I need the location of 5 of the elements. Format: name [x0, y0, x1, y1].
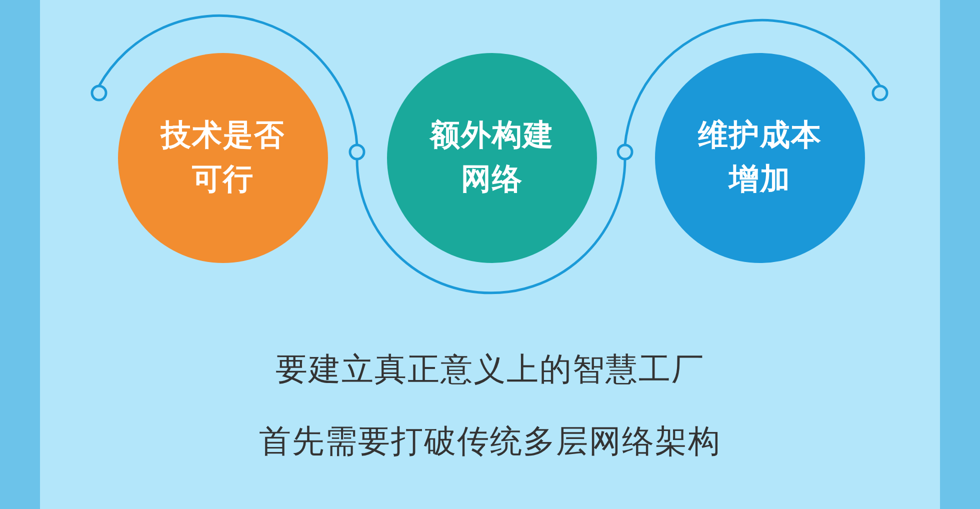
caption-text: 首先需要打破传统多层网络架构: [258, 421, 722, 462]
node-label: 额外构建网络: [428, 117, 555, 199]
node-label: 维护成本增加: [696, 117, 823, 199]
caption-text: 要建立真正意义上的智慧工厂: [274, 349, 706, 390]
node-label: 技术是否可行: [159, 117, 286, 199]
